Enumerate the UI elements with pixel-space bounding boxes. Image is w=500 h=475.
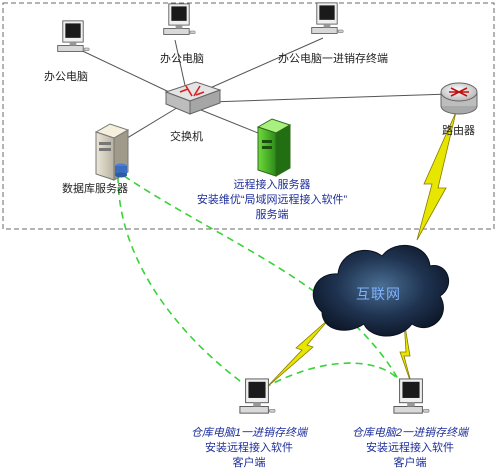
office-pc-terminal-label: 办公电脑一进销存终端: [278, 53, 388, 65]
remote-access-links: [117, 175, 405, 389]
warehouse-pc1-label-line2: 安装远程接入软件: [205, 442, 293, 454]
warehouse-pc2-label-line1: 仓库电脑2一进销存终端: [351, 427, 469, 439]
office-pc-left-label: 办公电脑: [44, 71, 88, 83]
office-pc-left-icon: [57, 20, 90, 52]
warehouse-pc1-label-line1: 仓库电脑1一进销存终端: [190, 427, 308, 439]
network-switch-icon: [164, 81, 222, 115]
lan-boundary: [2, 2, 495, 230]
db-server-label: 数据库服务器: [62, 183, 128, 195]
office-pc-terminal-icon: [311, 2, 344, 34]
office-pc-top-label: 办公电脑: [160, 53, 204, 65]
router-icon: [440, 82, 478, 115]
warehouse-pc1-label-line3: 客户端: [232, 457, 266, 469]
internet-cloud-icon: [312, 245, 450, 337]
remote-access-server-icon: [256, 118, 292, 177]
remote-server-label-line2: 安装维优“局域网远程接入软件”: [196, 194, 348, 206]
remote-server-label-line3: 服务端: [255, 209, 289, 221]
warehouse-pc2-label-line2: 安装远程接入软件: [366, 442, 454, 454]
database-server-icon: [94, 123, 130, 181]
warehouse-pc2-icon: [393, 378, 430, 414]
office-pc-top-icon: [163, 3, 196, 35]
internet-label: 互联网: [356, 286, 401, 302]
lightning-internet-pc1-icon: [265, 317, 331, 389]
switch-label: 交换机: [170, 131, 203, 143]
warehouse-pc2-label-line3: 客户端: [393, 457, 427, 469]
lan-connections: [71, 37, 451, 147]
lightning-router-internet-icon: [416, 111, 457, 241]
wan-links: [265, 111, 457, 389]
remote-server-label-line1: 远程接入服务器: [233, 179, 311, 191]
router-label: 路由器: [442, 125, 475, 137]
